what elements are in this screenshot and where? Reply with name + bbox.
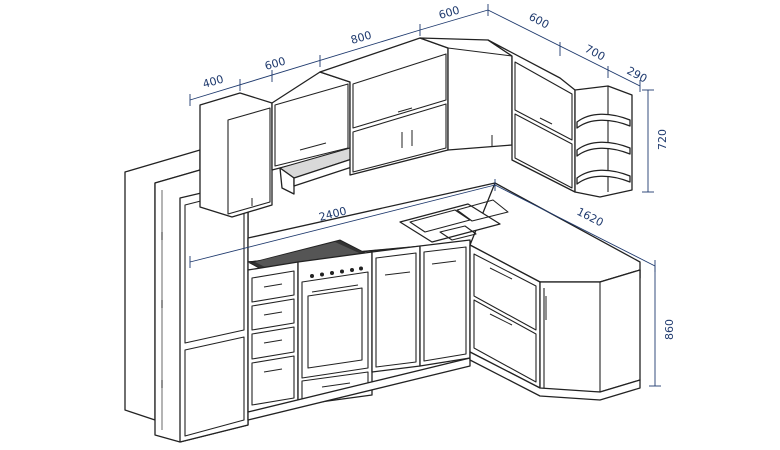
base-door-1: [371, 245, 421, 373]
oven: [297, 251, 373, 406]
drawer-stack: [247, 261, 299, 413]
dim-1620: 1620: [575, 205, 606, 229]
dim-290: 290: [625, 64, 650, 85]
dimension-lines: [189, 4, 661, 387]
upper-cabinets: [199, 37, 633, 218]
upper-cabinet-400: [199, 92, 273, 218]
dim-860: 860: [663, 319, 676, 340]
corner-door: [539, 269, 641, 393]
base-door-2: [419, 239, 471, 367]
dim-600-a: 600: [263, 55, 287, 73]
fridge-column: [124, 149, 249, 443]
dim-600-b: 600: [437, 4, 461, 22]
dim-800: 800: [349, 29, 373, 47]
fridge-lower-door: [184, 336, 245, 437]
base-cabinets: [247, 182, 641, 421]
dim-720: 720: [656, 129, 669, 150]
dim-400: 400: [201, 73, 225, 91]
dim-600-side: 600: [527, 10, 552, 31]
dim-700: 700: [583, 42, 608, 63]
